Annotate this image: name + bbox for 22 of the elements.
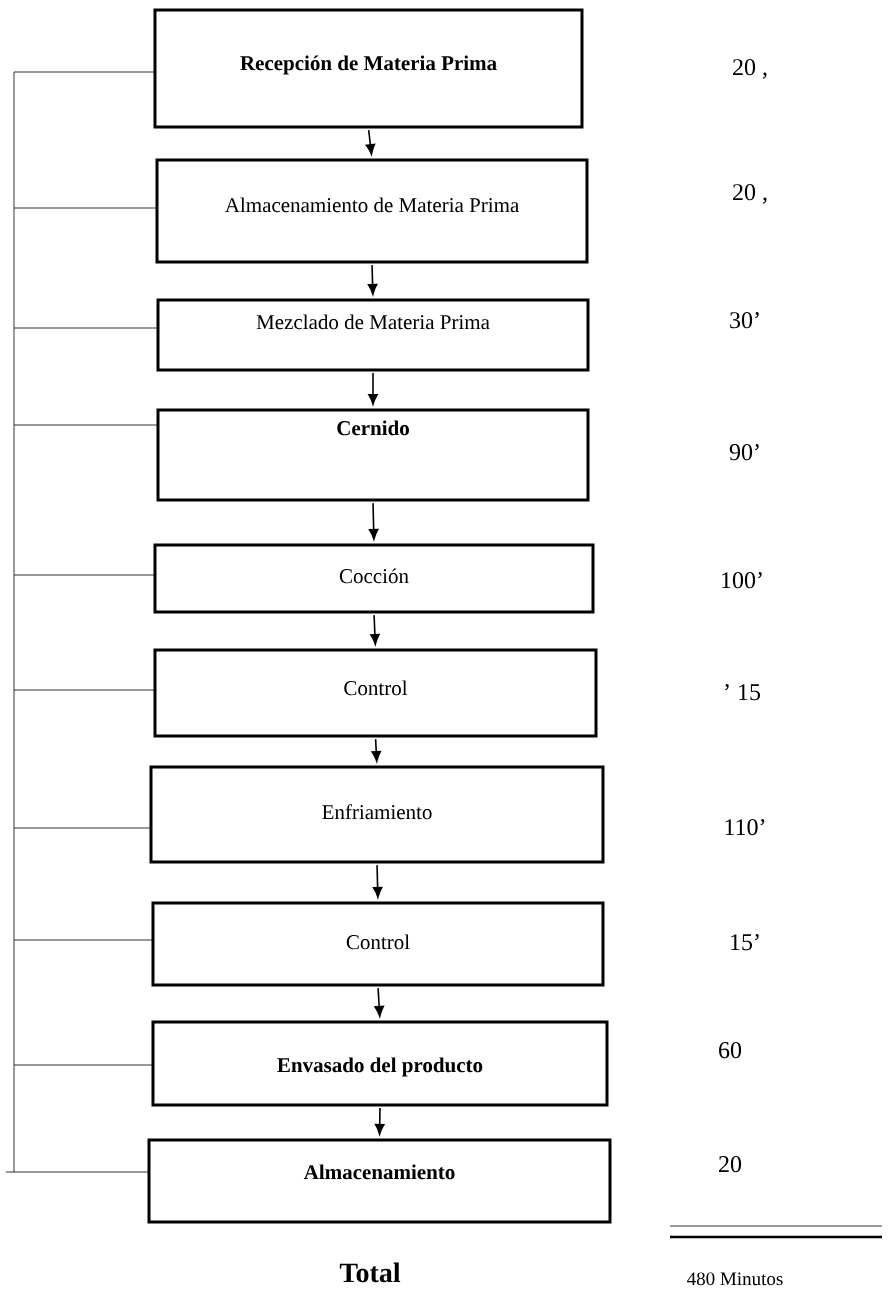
process-box: Cernido — [156, 408, 590, 502]
duration-label: 15’ — [731, 934, 759, 951]
process-box: Mezclado de Materia Prima — [156, 298, 590, 372]
total-label: Total — [339, 1262, 401, 1283]
duration-label: 30’ — [730, 312, 759, 329]
process-box: Almacenamiento de Materia Prima — [155, 158, 589, 264]
process-box: Recepción de Materia Prima — [153, 8, 584, 129]
process-box: Almacenamiento — [147, 1138, 612, 1224]
duration-label: 90’ — [729, 444, 759, 461]
duration-label: 100’ — [722, 572, 762, 589]
duration-label: 20 , — [733, 184, 767, 204]
process-box: Cocción — [153, 543, 595, 614]
process-box: Enfriamiento — [149, 765, 605, 864]
duration-label: 20 , — [733, 59, 767, 79]
duration-label: 60 — [719, 1042, 742, 1059]
process-box: Envasado del producto — [151, 1020, 609, 1107]
duration-label: ’ 15 — [725, 684, 761, 701]
duration-label: 110’ — [725, 819, 765, 836]
process-box: Control — [151, 901, 605, 987]
total-value: 480 Minutos — [687, 1272, 783, 1286]
process-box: Control — [153, 648, 598, 738]
duration-label: 20 — [719, 1156, 742, 1173]
